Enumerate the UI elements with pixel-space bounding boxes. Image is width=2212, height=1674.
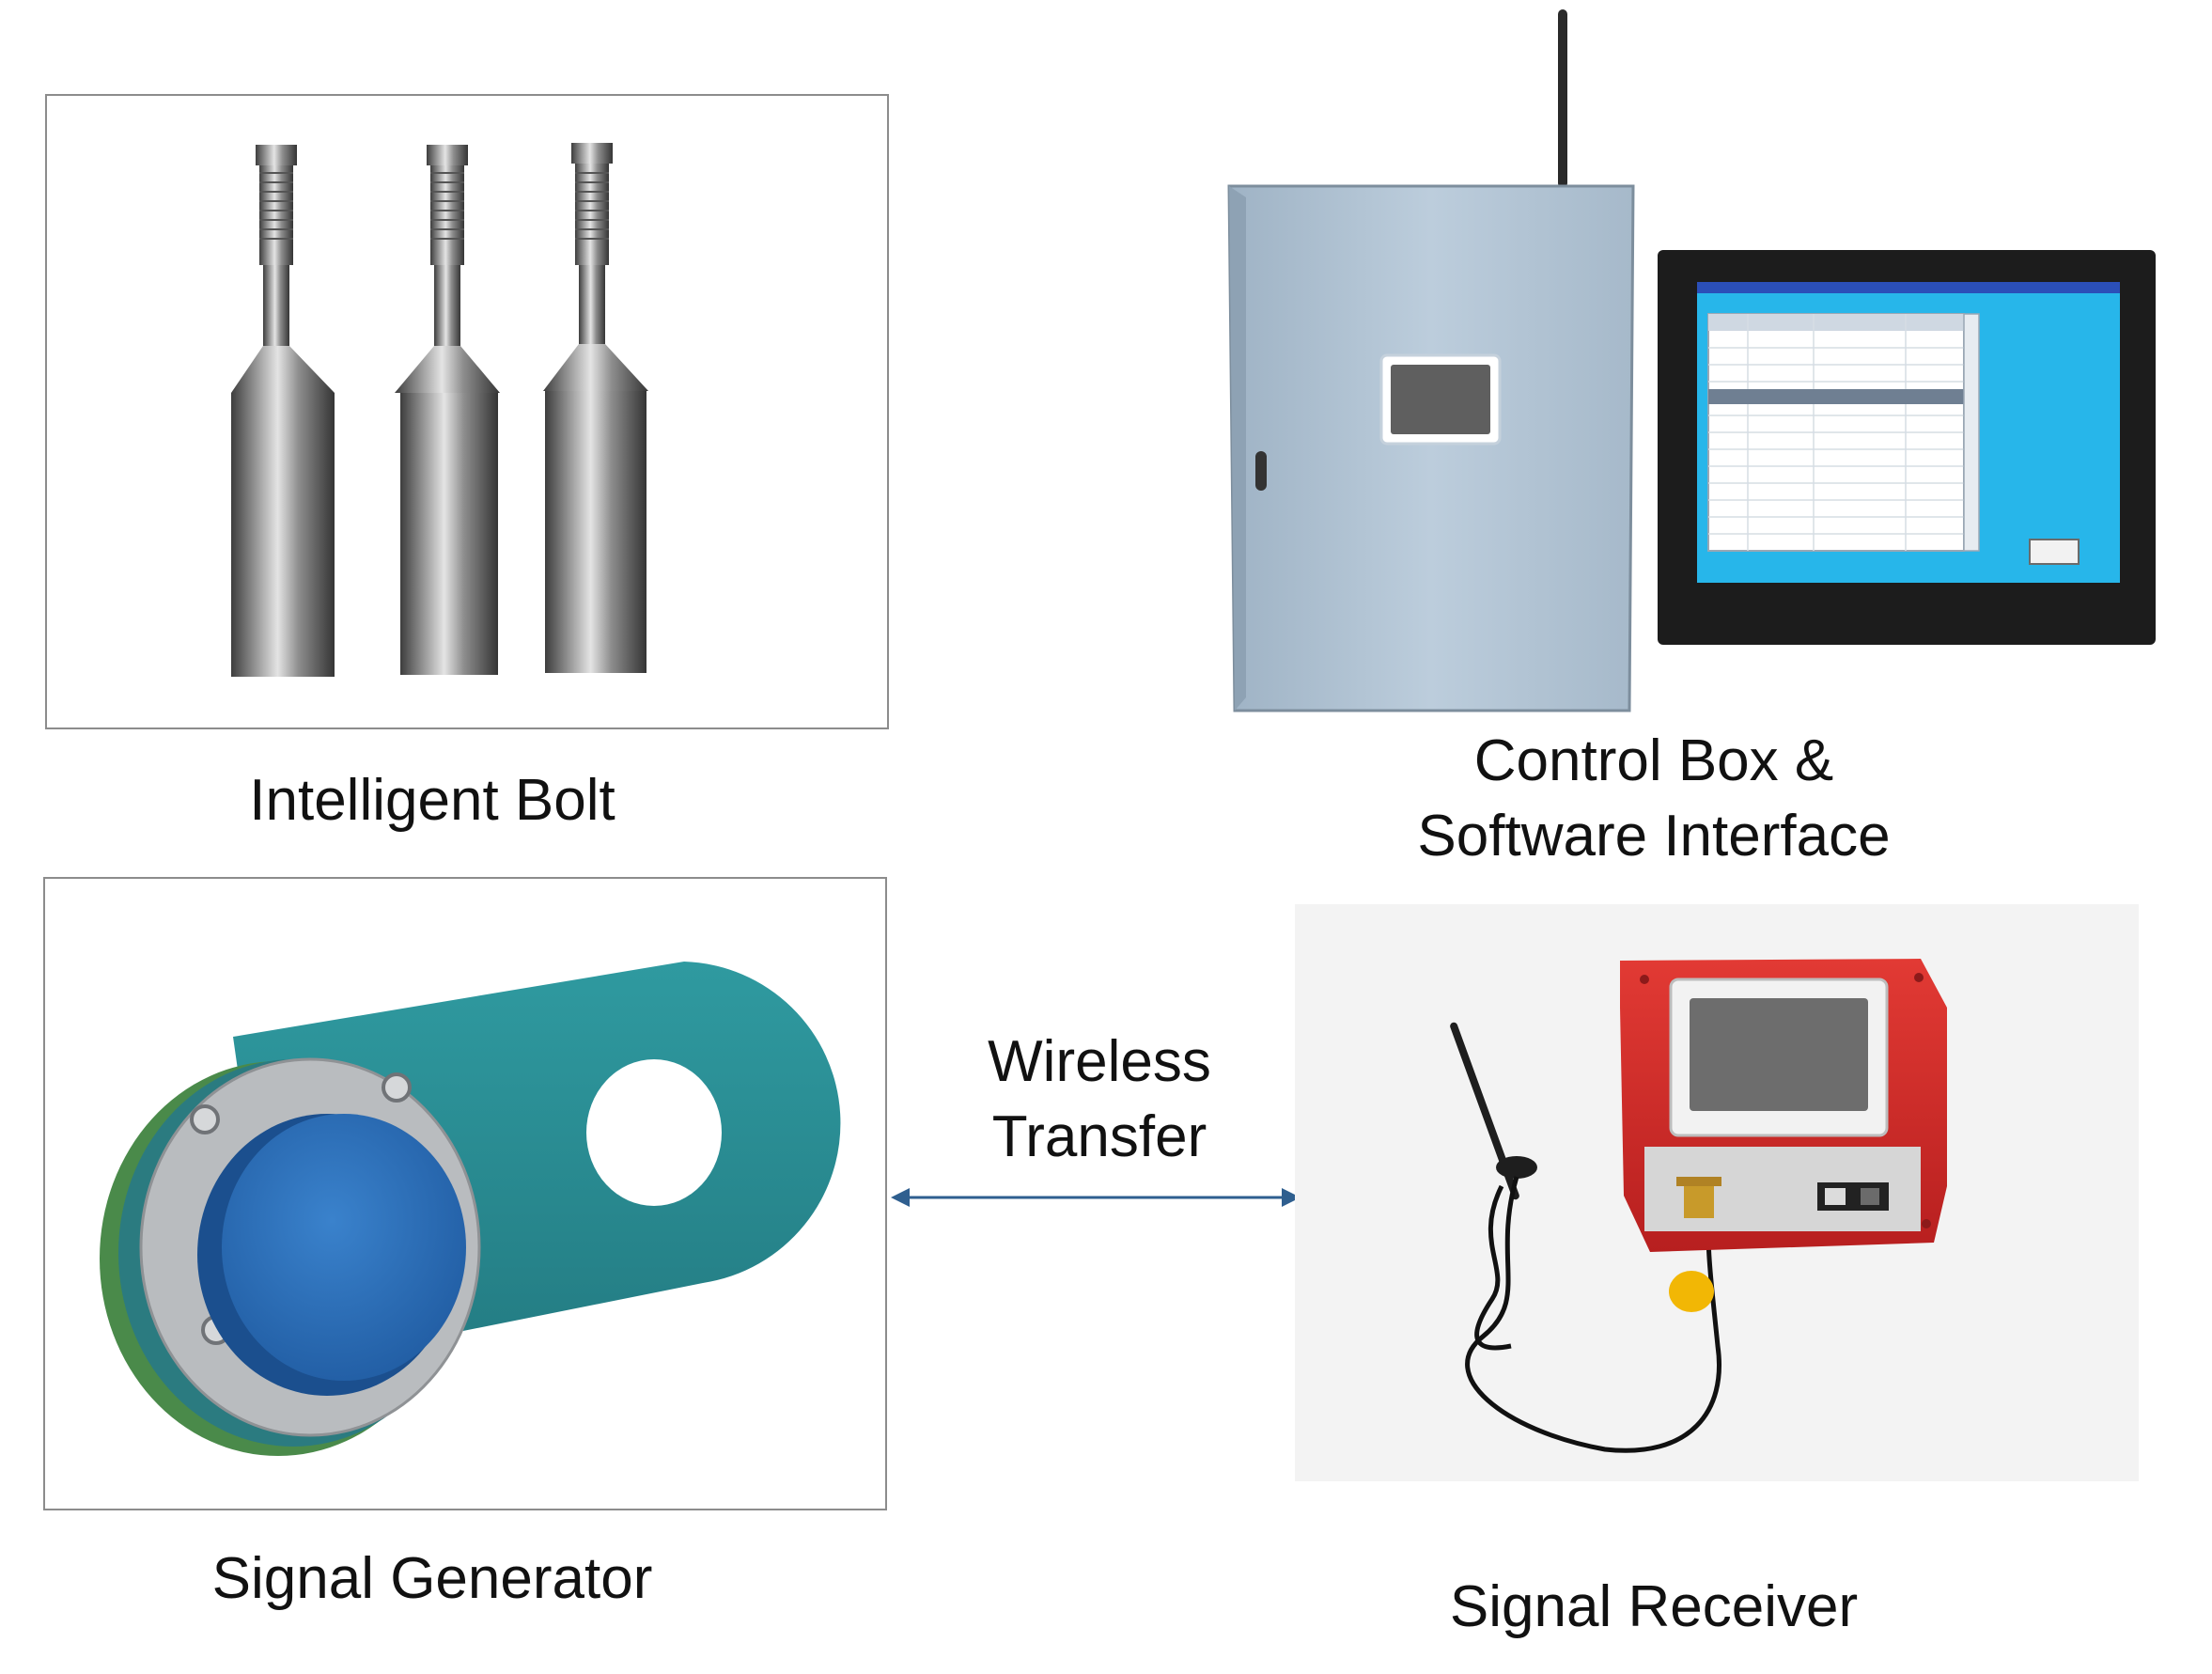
intelligent-bolt-caption: Intelligent Bolt [249,768,615,833]
signal-generator-caption: Signal Generator [211,1546,653,1611]
bolt-icon [231,143,648,677]
signal-generator-icon [100,962,841,1456]
monitor-software-icon [1658,250,2156,645]
double-arrow-icon [891,1188,1301,1207]
control-cabinet-icon [1227,9,1635,712]
wireless-transfer-label-line1: Wireless [988,1029,1211,1094]
control-box-caption-line2: Software Interface [1417,804,1891,868]
signal-generator-panel [43,877,887,1510]
signal-receiver-panel [1295,904,2139,1481]
signal-receiver-caption: Signal Receiver [1449,1574,1859,1639]
wireless-transfer-label-line2: Transfer [991,1104,1207,1169]
control-box-caption-line1: Control Box & [1473,728,1834,793]
signal-receiver-icon [1450,959,1947,1453]
intelligent-bolt-panel [45,94,889,729]
